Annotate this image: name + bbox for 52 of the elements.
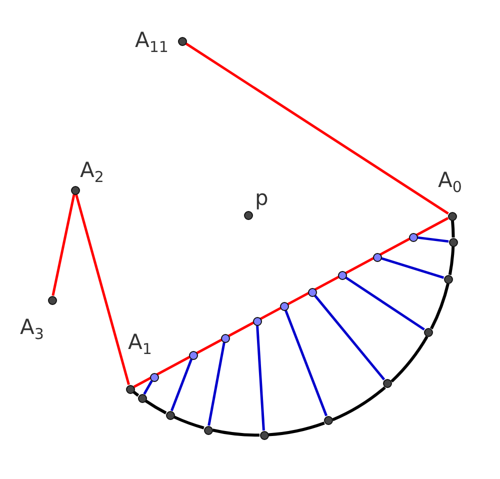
line-segment [345,276,425,331]
point [324,416,332,424]
line-segment [256,325,265,431]
line-segment [133,217,449,388]
point-label: A$_{2}$ [80,160,104,185]
line-segment [143,380,153,395]
point [220,334,230,342]
point [150,372,158,382]
point [138,394,146,402]
point [188,350,198,360]
point [166,410,174,420]
line-segment [185,42,449,215]
point-label: A$_{11}$ [135,30,168,55]
point-label: p [255,188,268,209]
line-segment [380,257,444,279]
arc-segment [332,386,386,422]
point [260,430,268,440]
point [444,274,452,284]
point-label: A$_{0}$ [438,170,462,195]
point-label: A$_{1}$ [128,332,152,357]
point [448,238,458,246]
arc-segment [448,246,455,276]
point [372,252,382,262]
point [424,328,432,336]
point-label: A$_{3}$ [20,317,44,342]
line-segment [417,236,449,243]
line-segment [314,294,386,380]
point [448,212,456,220]
line-segment [208,342,226,426]
arc-segment [173,416,204,430]
line-segment [52,194,76,296]
point [308,288,316,296]
line-segment [284,310,328,416]
point [382,378,392,388]
point [252,316,262,326]
arc-segment [212,428,260,437]
arc-segment [390,336,428,382]
point [338,270,346,280]
arc-segment [144,400,167,414]
point [204,426,212,434]
arc-segment [450,220,455,238]
point [408,232,418,242]
point [178,36,186,46]
arc-segment [430,283,450,330]
point [126,384,134,394]
point [280,302,288,310]
point [70,186,80,194]
point [244,210,252,220]
arc-segment [268,422,325,436]
line-segment [170,358,193,412]
point [48,296,56,304]
line-segment [75,194,130,385]
